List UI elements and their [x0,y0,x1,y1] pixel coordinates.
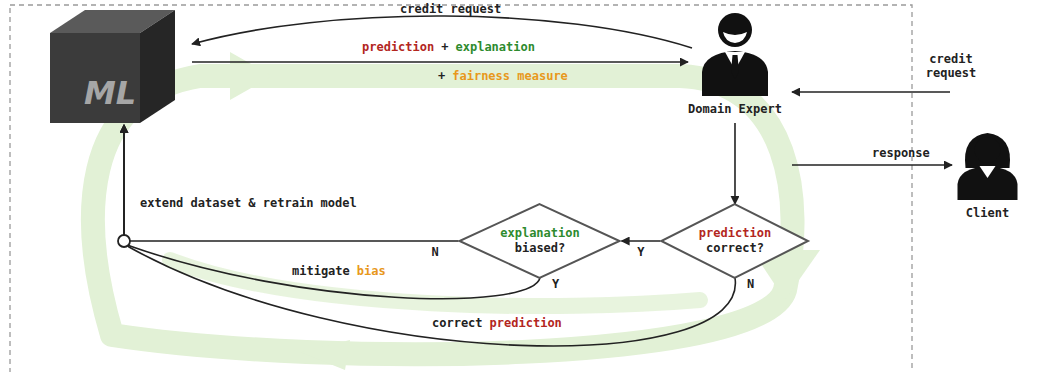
flow-label: explanation [455,40,534,54]
flow-label: prediction [490,316,562,330]
flow-label: extend dataset & retrain model [140,196,357,210]
label-row: prediction + explanation [362,40,535,54]
label-row: mitigate bias [292,264,386,278]
cycle-arrowhead [230,52,272,100]
cycle-arrowhead [300,340,350,370]
edge-label: credit request [918,52,984,80]
flow-label: fairness measure [452,69,568,83]
label-row: correct prediction [432,316,562,330]
edge-group [124,16,952,346]
decision-diamond: explanationbiased? [457,203,622,279]
cube-front [50,33,140,123]
expert-icon [680,8,790,96]
edge-label: N [431,245,438,259]
actor-figure: Client [940,128,1035,220]
face-line [723,32,747,43]
decision-text: prediction [699,226,771,241]
connector [124,125,458,241]
cube-side [140,10,175,123]
flow-label: mitigate [292,264,350,278]
edge-label: N [747,277,754,291]
diamond-path [460,204,620,278]
collar [980,166,996,178]
edge-label: Y [637,245,644,259]
connector [192,61,688,63]
body [958,166,1018,200]
hair [965,133,1010,168]
system-boundary [10,5,912,372]
decision-diamond: predictioncorrect? [659,203,810,279]
edge-label: credit request [400,2,501,16]
edge-label: Y [552,277,559,291]
tie [731,55,739,79]
label-row: extend dataset & retrain model [140,196,357,210]
edge-label: response [872,146,930,160]
connector [124,125,735,346]
cycle-heads [230,52,820,370]
decision-text: correct? [706,241,764,256]
flow-label: correct [432,316,483,330]
actor-name: Domain Expert [680,102,790,116]
suit [702,51,768,96]
label-row: + fairness measure [438,69,568,83]
model-label: ML [84,74,136,112]
cycle-band [93,76,792,354]
connector [622,240,661,242]
client-icon [940,128,1035,200]
junction [118,235,130,247]
ml-model-cube: ML [30,8,190,123]
diamond-path [662,204,809,278]
flow-label: prediction [362,40,434,54]
connector [124,125,540,299]
actor-name: Client [940,206,1035,220]
flow-label: + [438,69,445,83]
actor-figure: Domain Expert [680,8,790,120]
background-cycle [93,76,792,354]
connector [734,123,736,204]
head [718,13,752,47]
connector [792,91,950,93]
connector [792,164,952,166]
decision-text: explanation [500,226,579,241]
flow-label: + [441,40,448,54]
decision-text: biased? [515,241,566,256]
flow-label: bias [357,264,386,278]
head [975,137,1001,163]
